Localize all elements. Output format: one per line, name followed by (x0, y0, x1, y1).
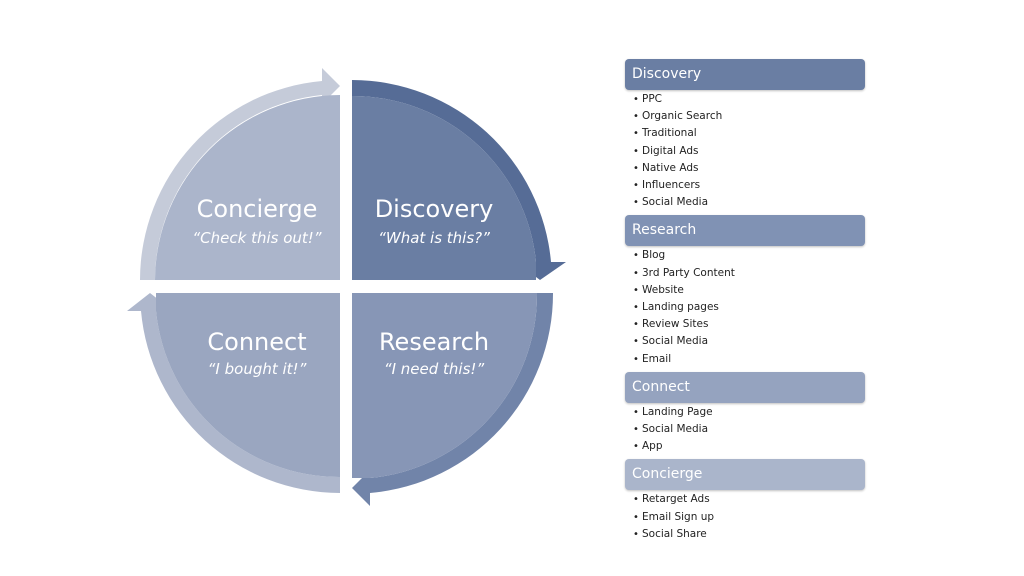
discovery-arrow (352, 80, 566, 280)
research-quote: “I need this!” (384, 360, 485, 378)
concierge-title: Concierge (197, 195, 318, 223)
discovery-sector (352, 95, 536, 280)
concierge-sector (155, 95, 340, 280)
list-item: 3rd Party Content (633, 265, 865, 282)
discovery-title: Discovery (375, 195, 494, 223)
section-research: Research Blog 3rd Party Content Website … (625, 215, 865, 371)
research-title: Research (379, 328, 489, 356)
research-sector (352, 293, 538, 478)
quadrant-discovery: Discovery “What is this?” (352, 80, 566, 280)
research-arrow (352, 293, 554, 506)
list-item: Landing Page (633, 404, 865, 421)
list-item: Organic Search (633, 108, 865, 125)
list-item: Digital Ads (633, 143, 865, 160)
discovery-quote: “What is this?” (378, 229, 490, 247)
quadrant-connect: Connect “I bought it!” (127, 293, 340, 493)
section-header-discovery: Discovery (625, 59, 865, 90)
section-connect: Connect Landing Page Social Media App (625, 371, 865, 460)
connect-arrow (127, 293, 340, 493)
list-item: Blog (633, 247, 865, 264)
quadrant-concierge: Concierge “Check this out!” (140, 68, 340, 280)
list-item: Social Share (633, 526, 865, 543)
list-item: Retarget Ads (633, 491, 865, 508)
connect-quote: “I bought it!” (208, 360, 307, 378)
section-discovery: Discovery PPC Organic Search Traditional… (625, 59, 865, 215)
list-item: Website (633, 282, 865, 299)
section-header-connect: Connect (625, 371, 865, 403)
connect-sector (156, 293, 340, 478)
list-item: Social Media (633, 333, 865, 350)
list-item: Email (633, 351, 865, 368)
discovery-channel-list: PPC Organic Search Traditional Digital A… (625, 90, 865, 215)
channel-list-panel: Discovery PPC Organic Search Traditional… (625, 59, 865, 547)
list-item: Email Sign up (633, 509, 865, 526)
connect-title: Connect (207, 328, 306, 356)
section-header-research: Research (625, 215, 865, 247)
section-concierge: Concierge Retarget Ads Email Sign up Soc… (625, 459, 865, 547)
list-item: Influencers (633, 177, 865, 194)
concierge-arrow (140, 68, 340, 280)
concierge-channel-list: Retarget Ads Email Sign up Social Share (625, 490, 865, 547)
list-item: Social Media (633, 194, 865, 211)
quadrant-research: Research “I need this!” (352, 293, 554, 506)
concierge-quote: “Check this out!” (192, 229, 321, 247)
list-item: Landing pages (633, 299, 865, 316)
list-item: PPC (633, 91, 865, 108)
list-item: Social Media (633, 421, 865, 438)
section-header-concierge: Concierge (625, 459, 865, 491)
list-item: App (633, 438, 865, 455)
research-channel-list: Blog 3rd Party Content Website Landing p… (625, 246, 865, 371)
list-item: Traditional (633, 125, 865, 142)
list-item: Review Sites (633, 316, 865, 333)
connect-channel-list: Landing Page Social Media App (625, 403, 865, 460)
list-item: Native Ads (633, 160, 865, 177)
